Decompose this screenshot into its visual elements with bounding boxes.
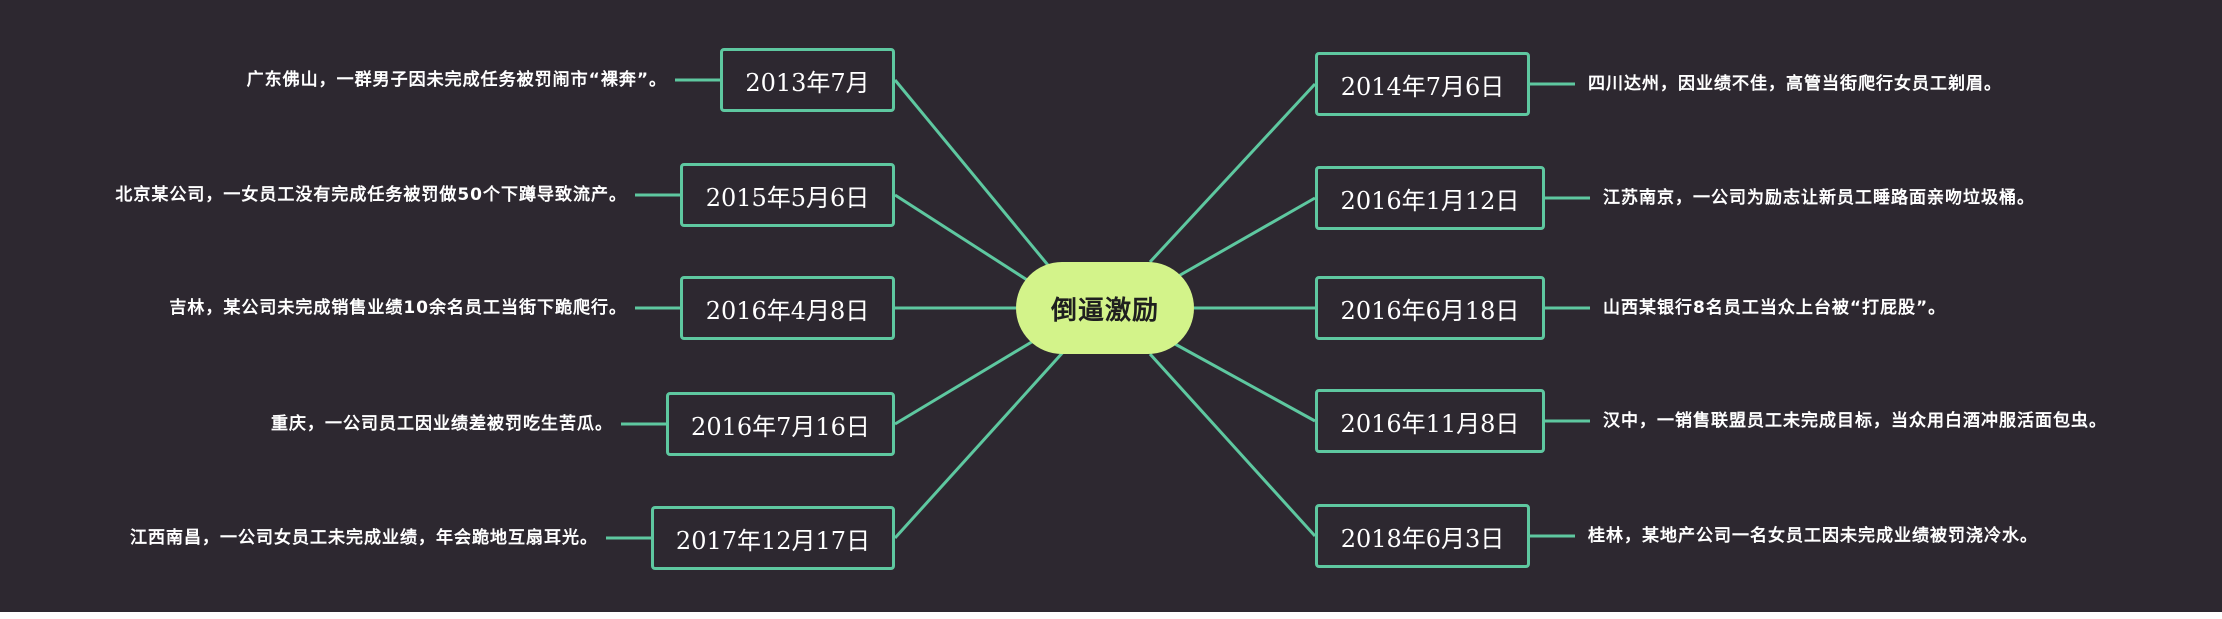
date-node-right-1[interactable]: 2014年7月6日: [1315, 52, 1530, 116]
date-label: 2016年1月12日: [1340, 186, 1520, 215]
link-right-5: [1148, 352, 1317, 538]
date-label: 2016年7月16日: [691, 412, 870, 441]
date-node-left-2[interactable]: 2015年5月6日: [680, 163, 895, 227]
event-text-left-4: 重庆，一公司员工因业绩差被罚吃生苦瓜。: [271, 414, 613, 434]
date-node-right-3[interactable]: 2016年6月18日: [1315, 276, 1545, 340]
date-node-right-2[interactable]: 2016年1月12日: [1315, 166, 1545, 230]
date-label: 2017年12月17日: [675, 526, 871, 555]
event-text-left-3: 吉林，某公司未完成销售业绩10余名员工当街下跪爬行。: [169, 298, 627, 318]
link-left-1: [893, 79, 1054, 271]
center-topic-label: 倒逼激励: [1050, 295, 1159, 326]
link-left-2: [894, 193, 1036, 287]
date-label: 2016年6月18日: [1340, 296, 1520, 325]
link-right-2: [1174, 196, 1316, 280]
date-label: 2016年11月8日: [1340, 409, 1520, 438]
link-left-5: [893, 348, 1067, 540]
date-node-left-4[interactable]: 2016年7月16日: [666, 392, 895, 456]
event-text-right-4: 汉中，一销售联盟员工未完成目标，当众用白酒冲服活面包虫。: [1603, 411, 2107, 431]
event-text-left-5: 江西南昌，一公司女员工未完成业绩，年会跪地互扇耳光。: [130, 528, 598, 548]
date-node-left-3[interactable]: 2016年4月8日: [680, 276, 895, 340]
date-node-left-5[interactable]: 2017年12月17日: [651, 506, 895, 570]
link-right-4: [1174, 342, 1316, 423]
date-node-right-4[interactable]: 2016年11月8日: [1315, 389, 1545, 453]
link-left-4: [894, 338, 1036, 426]
date-label: 2016年4月8日: [705, 296, 870, 325]
date-node-left-1[interactable]: 2013年7月: [720, 48, 895, 112]
center-topic[interactable]: 倒逼激励: [1016, 262, 1194, 354]
event-text-right-1: 四川达州，因业绩不佳，高管当街爬行女员工剃眉。: [1588, 74, 2002, 94]
date-node-right-5[interactable]: 2018年6月3日: [1315, 504, 1530, 568]
event-text-left-2: 北京某公司，一女员工没有完成任务被罚做50个下蹲导致流产。: [115, 185, 627, 205]
date-label: 2018年6月3日: [1340, 524, 1505, 553]
date-label: 2013年7月: [745, 68, 870, 97]
event-text-right-3: 山西某银行8名员工当众上台被“打屁股”。: [1603, 298, 1947, 318]
link-right-1: [1148, 82, 1317, 264]
date-label: 2014年7月6日: [1340, 72, 1505, 101]
event-text-right-2: 江苏南京，一公司为励志让新员工睡路面亲吻垃圾桶。: [1603, 188, 2035, 208]
date-label: 2015年5月6日: [705, 183, 870, 212]
event-text-right-5: 桂林，某地产公司一名女员工因未完成业绩被罚浇冷水。: [1588, 526, 2038, 546]
bottom-strip: [0, 612, 2222, 619]
event-text-left-1: 广东佛山，一群男子因未完成任务被罚闹市“裸奔”。: [246, 70, 667, 90]
